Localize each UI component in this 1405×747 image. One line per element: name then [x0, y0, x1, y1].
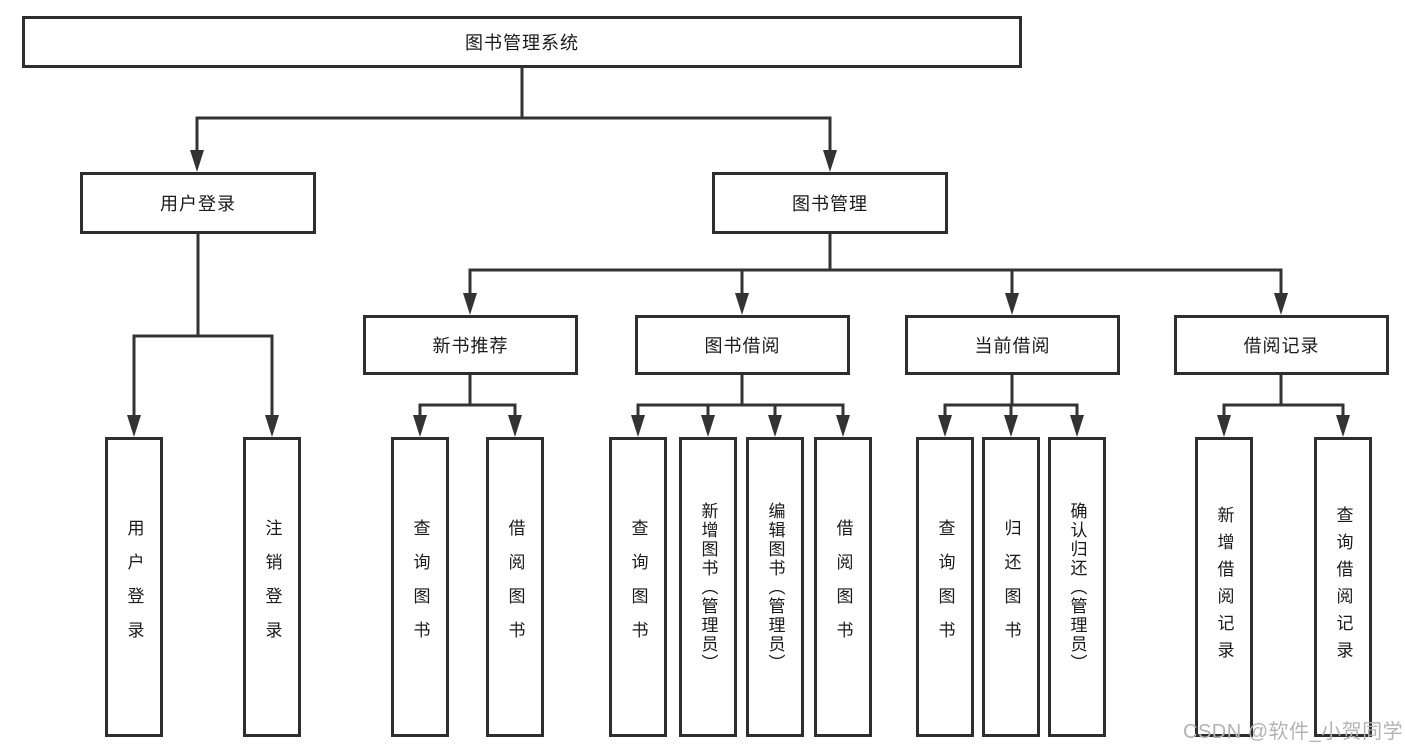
leaf-query-books-recommend-label: 查询图书 [410, 519, 430, 655]
leaf-return-book: 归还图书 [982, 437, 1040, 737]
node-user-login-label: 用户登录 [160, 194, 236, 214]
leaf-query-books-recommend: 查询图书 [391, 437, 449, 737]
leaf-query-books-current: 查询图书 [916, 437, 974, 737]
node-book-borrow-label: 图书借阅 [704, 336, 781, 356]
leaf-borrow-books-borrow: 借阅图书 [814, 437, 872, 737]
leaf-borrow-books-recommend: 借阅图书 [486, 437, 544, 737]
leaf-add-borrow-record: 新增借阅记录 [1195, 437, 1253, 737]
node-borrow-records: 借阅记录 [1174, 315, 1389, 375]
node-library-system-label: 图书管理系统 [465, 33, 579, 53]
leaf-query-books-borrow: 查询图书 [609, 437, 667, 737]
leaf-borrow-books-recommend-label: 借阅图书 [505, 519, 525, 655]
leaf-borrow-books-borrow-label: 借阅图书 [833, 519, 853, 655]
watermark: CSDN @软件_小贺同学 [1183, 721, 1404, 743]
node-book-management: 图书管理 [712, 172, 948, 234]
node-current-borrow-label: 当前借阅 [974, 336, 1051, 356]
leaf-add-borrow-record-label: 新增借阅记录 [1214, 506, 1234, 668]
node-book-borrow: 图书借阅 [635, 315, 850, 375]
node-current-borrow: 当前借阅 [905, 315, 1120, 375]
leaf-confirm-return-admin-label: 确认归还（管理员） [1067, 501, 1087, 673]
leaf-edit-book-admin: 编辑图书（管理员） [746, 437, 804, 737]
node-book-management-label: 图书管理 [792, 194, 868, 214]
node-borrow-records-label: 借阅记录 [1243, 336, 1320, 356]
leaf-confirm-return-admin: 确认归还（管理员） [1048, 437, 1106, 737]
leaf-query-books-current-label: 查询图书 [935, 519, 955, 655]
leaf-logout-label: 注销登录 [262, 519, 282, 655]
leaf-edit-book-admin-label: 编辑图书（管理员） [765, 501, 785, 673]
leaf-add-book-admin-label: 新增图书（管理员） [698, 501, 718, 673]
leaf-logout: 注销登录 [243, 437, 301, 737]
leaf-add-book-admin: 新增图书（管理员） [679, 437, 737, 737]
leaf-query-books-borrow-label: 查询图书 [628, 519, 648, 655]
node-library-system: 图书管理系统 [22, 16, 1022, 68]
node-user-login: 用户登录 [80, 172, 316, 234]
node-new-book-recommend: 新书推荐 [363, 315, 578, 375]
node-new-book-recommend-label: 新书推荐 [432, 336, 509, 356]
leaf-return-book-label: 归还图书 [1001, 519, 1021, 655]
leaf-query-borrow-record: 查询借阅记录 [1314, 437, 1372, 737]
leaf-query-borrow-record-label: 查询借阅记录 [1333, 506, 1353, 668]
leaf-user-login-label: 用户登录 [124, 519, 144, 655]
leaf-user-login: 用户登录 [105, 437, 163, 737]
